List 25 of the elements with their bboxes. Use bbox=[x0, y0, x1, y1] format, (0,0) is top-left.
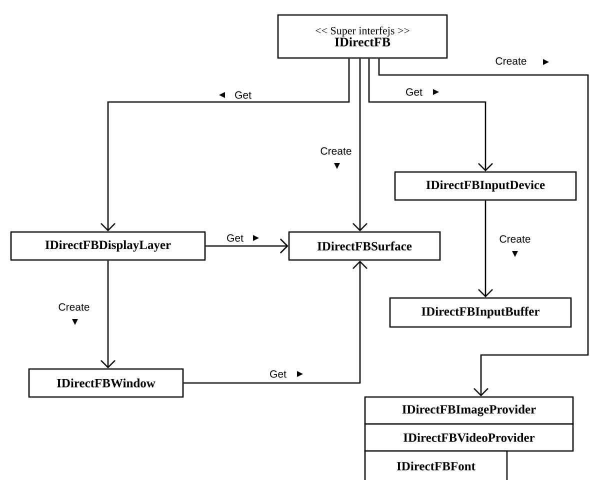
class-box: << Super interfejs >> IDirectFB bbox=[277, 14, 448, 59]
arrow bbox=[184, 260, 368, 384]
class-box: IDirectFBSurface bbox=[288, 231, 441, 261]
class-box: IDirectFBVideoProvider bbox=[364, 423, 574, 452]
class-box: IDirectFBFont bbox=[364, 450, 508, 480]
arrow bbox=[100, 260, 116, 368]
edge-label: Get bbox=[404, 87, 424, 97]
class-box: IDirectFBInputBuffer bbox=[389, 297, 572, 328]
arrow bbox=[352, 58, 368, 232]
arrow bbox=[100, 58, 350, 232]
edge-label: Create bbox=[57, 302, 91, 312]
class-box: IDirectFBInputDevice bbox=[394, 171, 577, 201]
class-box: IDirectFBImageProvider bbox=[364, 396, 574, 425]
arrow bbox=[206, 238, 288, 254]
class-box: IDirectFBDisplayLayer bbox=[10, 231, 206, 261]
edge-label: Create bbox=[494, 56, 528, 66]
arrow bbox=[378, 58, 589, 396]
edge-label: Create bbox=[498, 234, 532, 244]
edge-label: Get bbox=[226, 233, 244, 243]
edge-label: Get bbox=[268, 369, 288, 379]
arrow bbox=[478, 200, 493, 298]
class-box: IDirectFBWindow bbox=[28, 368, 184, 398]
edge-label: Get bbox=[234, 90, 252, 100]
arrow bbox=[368, 58, 493, 172]
edge-label: Create bbox=[319, 146, 353, 156]
